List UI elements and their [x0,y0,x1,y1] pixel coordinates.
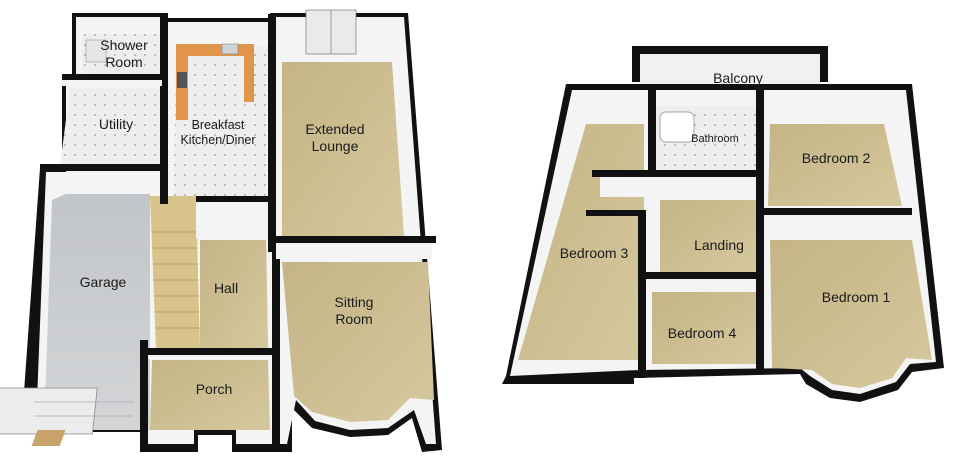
room-label-bedroom-4: Bedroom 4 [667,325,737,341]
hall-floor-2 [200,240,268,350]
kitchen-worktop-right [244,44,254,102]
room-label-shower-room: Shower Room [100,37,148,70]
porch-floor [150,360,270,430]
room-label-bedroom-3: Bedroom 3 [559,245,629,261]
room-label-bathroom: Bathroom [691,133,739,145]
bedroom-4-floor [652,292,762,364]
room-label-landing: Landing [694,237,744,253]
utility-floor [60,88,162,166]
sitting-room-floor [282,262,434,422]
room-label-breakfast-kitchen: Breakfast Kitchen/Diner [180,118,256,147]
hob [177,72,187,88]
room-label-bedroom-1: Bedroom 1 [821,289,891,305]
ground-floor [0,9,442,452]
room-label-extended-lounge: Extended Lounge [305,121,365,154]
landing-floor [660,200,758,272]
bedroom-2-floor [768,124,902,206]
balcony-frame [632,46,828,82]
room-label-bedroom-2: Bedroom 2 [801,150,871,166]
balcony-floor [640,54,820,84]
room-label-porch: Porch [195,381,233,397]
room-label-hall: Hall [213,280,239,296]
room-label-balcony: Balcony [713,70,763,86]
first-floor [502,46,944,402]
room-label-utility: Utility [98,116,134,132]
room-label-sitting-room: Sitting Room [334,294,374,327]
garage-floor [44,194,150,430]
extended-lounge-floor [282,62,404,236]
stairs [150,196,200,350]
bath [659,111,695,143]
shower-tray [85,39,107,63]
bedroom-1-floor [770,240,932,388]
kitchen-sink [221,43,239,55]
garage-door [0,387,98,435]
room-label-garage: Garage [79,274,127,290]
front-door [31,430,66,446]
